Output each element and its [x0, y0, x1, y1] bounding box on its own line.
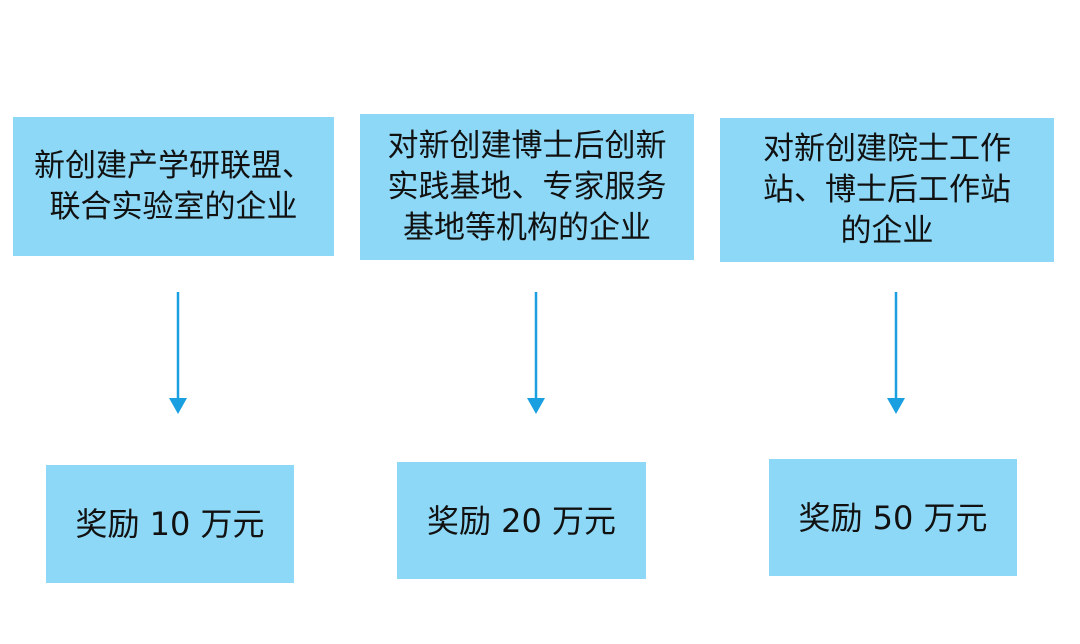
condition-box-2: 对新创建博士后创新 实践基地、专家服务 基地等机构的企业 — [360, 114, 694, 260]
reward-box-2: 奖励 20 万元 — [397, 462, 646, 579]
condition-line: 的企业 — [840, 212, 934, 249]
condition-line: 新创建产学研联盟、 — [34, 147, 313, 184]
condition-text-3: 对新创建院士工作 站、博士后工作站 的企业 — [763, 129, 1011, 252]
condition-line: 对新创建博士后创新 — [387, 127, 667, 164]
condition-line: 对新创建院士工作 — [763, 130, 1011, 167]
arrow-3 — [887, 292, 905, 414]
reward-label-1: 奖励 10 万元 — [75, 505, 265, 543]
reward-label-2: 奖励 20 万元 — [426, 501, 617, 540]
condition-text-2: 对新创建博士后创新 实践基地、专家服务 基地等机构的企业 — [388, 126, 667, 249]
reward-label-3: 奖励 50 万元 — [798, 498, 988, 537]
condition-box-1: 新创建产学研联盟、 联合实验室的企业 — [13, 117, 334, 256]
condition-line: 基地等机构的企业 — [403, 209, 651, 246]
reward-box-1: 奖励 10 万元 — [46, 465, 294, 583]
arrow-1 — [169, 292, 187, 414]
condition-line: 实践基地、专家服务 — [387, 168, 667, 205]
reward-box-3: 奖励 50 万元 — [769, 459, 1017, 576]
condition-line: 联合实验室的企业 — [49, 188, 298, 225]
condition-line: 站、博士后工作站 — [763, 171, 1011, 208]
arrow-2 — [527, 292, 545, 414]
condition-box-3: 对新创建院士工作 站、博士后工作站 的企业 — [720, 118, 1054, 262]
condition-text-1: 新创建产学研联盟、 联合实验室的企业 — [34, 146, 313, 228]
